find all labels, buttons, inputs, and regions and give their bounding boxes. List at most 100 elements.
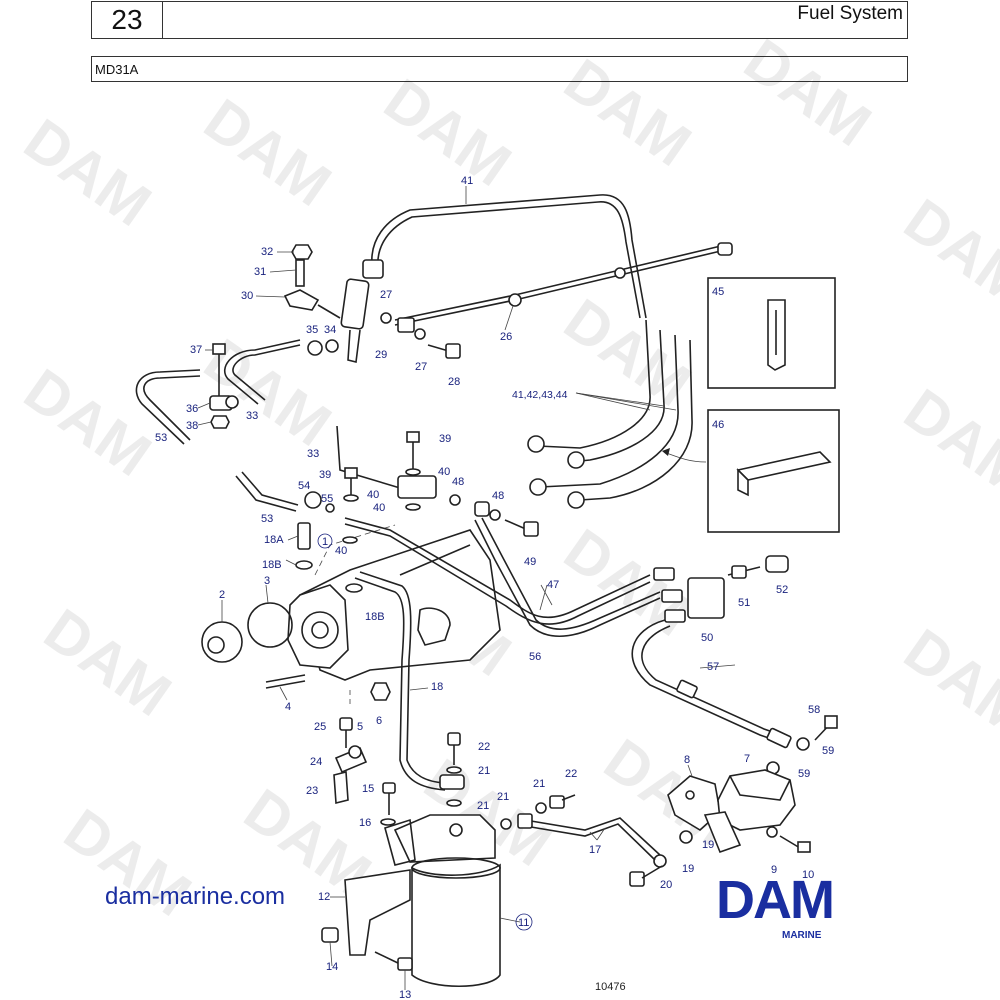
callout-label: 27 xyxy=(415,361,427,373)
o-ring-3 xyxy=(247,602,293,648)
watermark: DAM xyxy=(553,46,703,179)
callout-label: 7 xyxy=(744,753,750,765)
washer-18B-2 xyxy=(345,583,363,593)
bracket-12-arm xyxy=(384,818,416,866)
callout-label: 19 xyxy=(702,839,714,851)
bolt-20 xyxy=(629,871,645,887)
cap-52 xyxy=(765,555,789,573)
page-number: 23 xyxy=(92,2,163,38)
callout-label: 48 xyxy=(492,490,504,502)
washer-19b xyxy=(653,854,667,868)
return-hose-53 xyxy=(143,375,201,441)
callout-label: 52 xyxy=(776,584,788,596)
banjo-fitting-17 xyxy=(517,813,533,829)
injection-pump xyxy=(287,529,501,681)
fitting xyxy=(664,609,686,623)
watermark: DAM xyxy=(13,356,163,489)
fitting xyxy=(653,567,675,581)
callout-label: 6 xyxy=(376,715,382,727)
callout-label: 45 xyxy=(712,286,724,298)
pipe-nut xyxy=(527,435,545,453)
callout-label: 47 xyxy=(547,579,559,591)
bracket-12 xyxy=(344,869,411,956)
banjo-fitting-18 xyxy=(439,774,465,790)
callout-label: 13 xyxy=(399,989,411,1000)
dam-marine-logo: DAM MARINE xyxy=(716,870,835,941)
callout-label: 12 xyxy=(318,891,330,903)
watermark: DAM xyxy=(733,26,883,159)
callout-label: 17 xyxy=(589,844,601,856)
callout-label: 40 xyxy=(335,545,347,557)
pipe-nut xyxy=(717,242,733,256)
nipple-51-body xyxy=(731,565,747,579)
callout-label: 56 xyxy=(529,651,541,663)
callouts: 41 32 31 30 27 26 35 34 29 27 28 37 36 3… xyxy=(155,175,834,1000)
callout-label: 36 xyxy=(186,403,198,415)
stud-4 xyxy=(265,674,306,683)
pipe-33 xyxy=(336,425,401,489)
watermark: DAM xyxy=(553,516,703,649)
injection-pipes xyxy=(537,319,651,449)
callout-label: 21 xyxy=(477,800,489,812)
callout-circle xyxy=(515,913,533,931)
watermark: DAM xyxy=(893,186,1000,319)
washer-40b xyxy=(343,494,359,502)
bolt-13 xyxy=(374,951,401,965)
callout-label: 34 xyxy=(324,324,336,336)
callout-label: 57 xyxy=(707,661,719,673)
page-header: 23 Fuel System xyxy=(91,1,908,39)
website-link[interactable]: dam-marine.com xyxy=(105,883,286,910)
callout-label: 40 xyxy=(367,489,379,501)
hose-57 xyxy=(631,619,781,743)
inset-arrow xyxy=(663,451,707,463)
watermark: DAM xyxy=(893,616,1000,749)
leader-lines xyxy=(197,186,736,990)
model-bar: MD31A xyxy=(91,56,908,82)
clip-45 xyxy=(767,299,786,371)
washer-18B xyxy=(295,560,313,570)
callout-label: 27 xyxy=(380,289,392,301)
callout-label: 5 xyxy=(357,721,363,733)
stud-31 xyxy=(295,259,305,287)
callout-label: 24 xyxy=(310,756,322,768)
banjo-bolt-18A xyxy=(297,522,311,550)
washer-40c xyxy=(405,503,421,511)
callout-circle xyxy=(317,533,333,549)
callout-label: 18 xyxy=(431,681,443,693)
bolt-head-22 xyxy=(447,732,461,746)
arrow-head xyxy=(662,448,670,456)
nut-6 xyxy=(370,682,391,701)
washer-21 xyxy=(500,818,512,830)
callout-label: 41 xyxy=(461,175,473,187)
washer-16 xyxy=(380,818,396,826)
clamp-arrow xyxy=(317,304,341,319)
hose-end xyxy=(766,727,792,749)
callout-label: 53 xyxy=(261,513,273,525)
callout-label: 22 xyxy=(565,768,577,780)
bolt-head-49 xyxy=(523,521,539,537)
clamp-ring xyxy=(225,395,239,409)
seal-34 xyxy=(325,339,339,353)
callout-label: 18B xyxy=(262,559,282,571)
page-title: Fuel System xyxy=(797,3,903,24)
bolt-head-58 xyxy=(824,715,838,729)
fuel-pipe-41 xyxy=(371,194,647,319)
callout-label: 32 xyxy=(261,246,273,258)
callout-label: 54 xyxy=(298,480,310,492)
figure-number: 10476 xyxy=(595,981,626,993)
watermark: DAM xyxy=(373,66,523,199)
callout-label: 31 xyxy=(254,266,266,278)
clamp-ring xyxy=(348,745,362,759)
callout-label: 53 xyxy=(155,432,167,444)
callout-label: 15 xyxy=(362,783,374,795)
nut-54 xyxy=(304,491,322,509)
callout-label: 59 xyxy=(822,745,834,757)
callout-label: 37 xyxy=(190,344,202,356)
callout-label: 22 xyxy=(478,741,490,753)
callout-label: 21 xyxy=(497,791,509,803)
hose-53b xyxy=(241,471,299,506)
callout-label: 59 xyxy=(798,768,810,780)
callout-label: 10 xyxy=(802,869,814,881)
washer-48 xyxy=(449,494,461,506)
